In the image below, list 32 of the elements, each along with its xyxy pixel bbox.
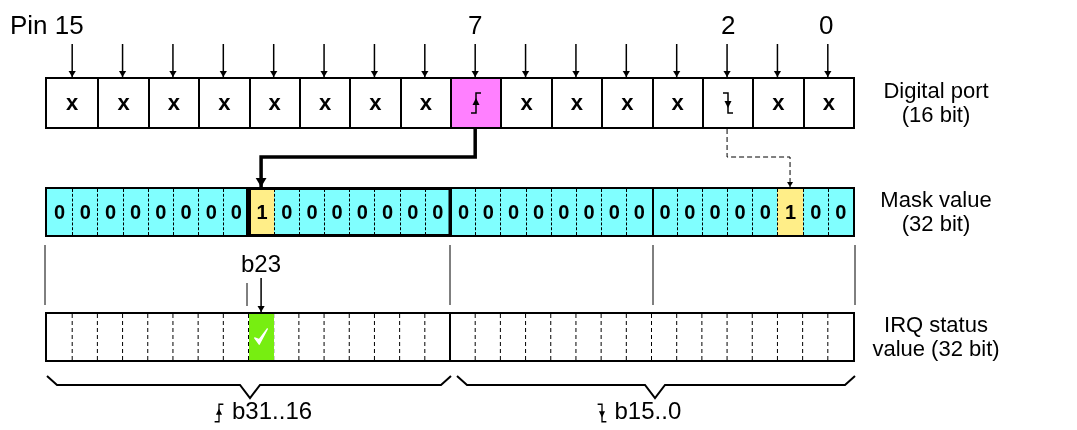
- pin-label: 0: [819, 10, 834, 41]
- pin-label: Pin 15: [10, 10, 84, 41]
- dashed-arrow: [726, 128, 794, 188]
- arrow: [169, 43, 177, 78]
- arrow: [521, 43, 530, 78]
- arrow: [471, 43, 479, 78]
- arrow: [320, 43, 328, 78]
- bit-cell: 1: [777, 189, 803, 235]
- bit-range-label: b31..16: [232, 397, 313, 425]
- arrow: [270, 43, 278, 78]
- arrow: [370, 43, 379, 78]
- pin-label: 2: [721, 10, 736, 41]
- bit-cell: [248, 314, 274, 360]
- bit-range-label: b15..0: [614, 397, 682, 425]
- arrow: [68, 43, 76, 78]
- arrow: [257, 277, 265, 313]
- arrow: [723, 43, 731, 78]
- arrow: [118, 43, 127, 78]
- register-caption: Mask value (32 bit): [879, 188, 993, 236]
- arrow: [824, 43, 832, 78]
- arrow: [255, 129, 477, 187]
- arrow: [673, 43, 681, 78]
- register-caption: IRQ status value (32 bit): [871, 313, 1001, 361]
- pin-label: 7: [468, 10, 483, 41]
- arrow: [219, 43, 227, 78]
- bit-cell: [450, 79, 501, 127]
- arrow: [773, 43, 782, 78]
- arrow: [421, 43, 429, 78]
- bit-label: b23: [241, 250, 282, 278]
- register-caption: Digital port (16 bit): [882, 79, 990, 127]
- arrow: [622, 43, 630, 78]
- arrow: [572, 43, 580, 78]
